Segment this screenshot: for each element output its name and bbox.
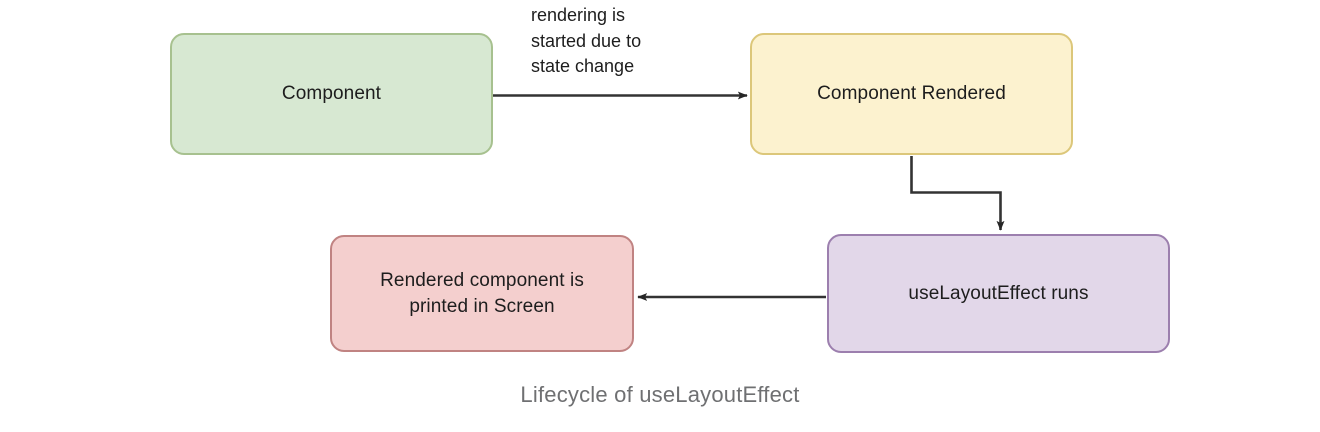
node-component[interactable]: Component (170, 33, 493, 155)
node-component-rendered[interactable]: Component Rendered (750, 33, 1073, 155)
diagram-caption: Lifecycle of useLayoutEffect (520, 382, 800, 407)
node-rendered-component-printed-in-screen[interactable]: Rendered component is printed in Screen (330, 235, 634, 352)
node-uselayouteffect-runs[interactable]: useLayoutEffect runs (827, 234, 1170, 353)
edge-rendered-to-uselayouteffect (910, 156, 1005, 231)
edge-label-rendering-started: rendering is started due to state change (531, 5, 642, 76)
